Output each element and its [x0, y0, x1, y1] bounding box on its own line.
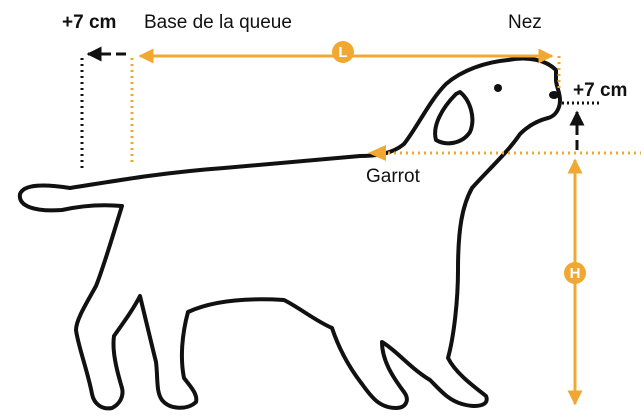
left-extra-label: +7 cm [62, 12, 116, 33]
right-extra-label: +7 cm [573, 80, 627, 101]
length-badge: L [332, 41, 354, 63]
height-badge: H [564, 262, 586, 284]
dog-silhouette-icon [17, 56, 562, 411]
nose-label: Nez [508, 12, 542, 33]
tail-base-label: Base de la queue [144, 12, 292, 33]
dog-eye [494, 84, 502, 92]
withers-arrow-head [368, 145, 386, 161]
dog-nose [549, 91, 559, 99]
withers-label: Garrot [366, 166, 421, 187]
height-badge-label: H [570, 265, 581, 282]
length-badge-label: L [338, 44, 347, 61]
